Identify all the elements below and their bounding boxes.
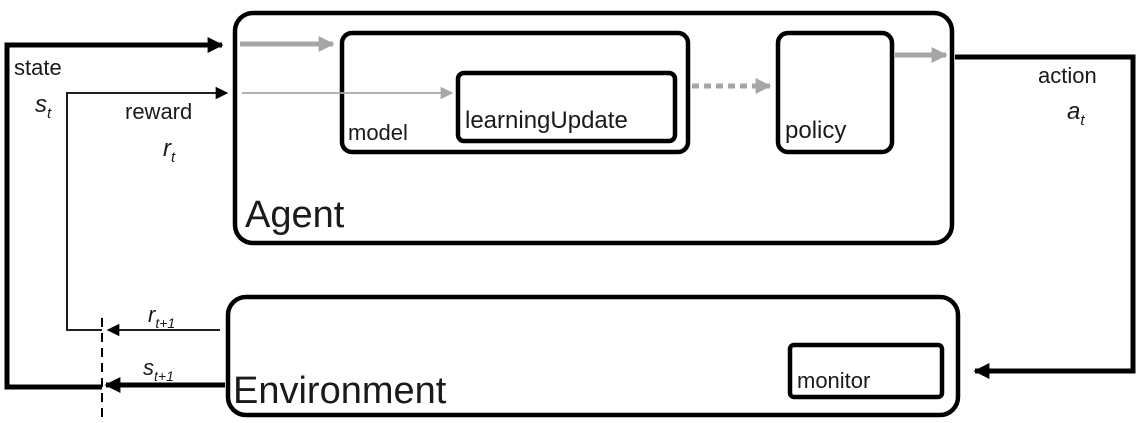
action-label: action bbox=[1038, 63, 1097, 88]
monitor-box bbox=[787, 342, 945, 400]
reward-label: reward bbox=[125, 99, 192, 124]
state-arrow bbox=[4, 36, 224, 390]
agent-box bbox=[232, 10, 955, 246]
action-symbol: at bbox=[1067, 98, 1085, 129]
policy-box bbox=[775, 30, 895, 155]
model-label: model bbox=[348, 120, 408, 145]
environment-label: Environment bbox=[233, 370, 447, 412]
monitor-label: monitor bbox=[797, 368, 870, 393]
learning-update-box bbox=[455, 70, 678, 144]
next-state-symbol: st+1 bbox=[143, 355, 174, 384]
environment-box bbox=[225, 294, 961, 418]
state-label: state bbox=[14, 55, 62, 80]
next-reward-symbol: rt+1 bbox=[148, 302, 175, 331]
agent-label: Agent bbox=[245, 194, 345, 236]
state-symbol: st bbox=[35, 91, 52, 122]
learning-update-label: learningUpdate bbox=[465, 107, 628, 134]
policy-label: policy bbox=[785, 117, 846, 144]
reward-arrow bbox=[66, 86, 229, 331]
action-arrow bbox=[955, 54, 1136, 380]
reward-symbol: rt bbox=[163, 135, 176, 166]
